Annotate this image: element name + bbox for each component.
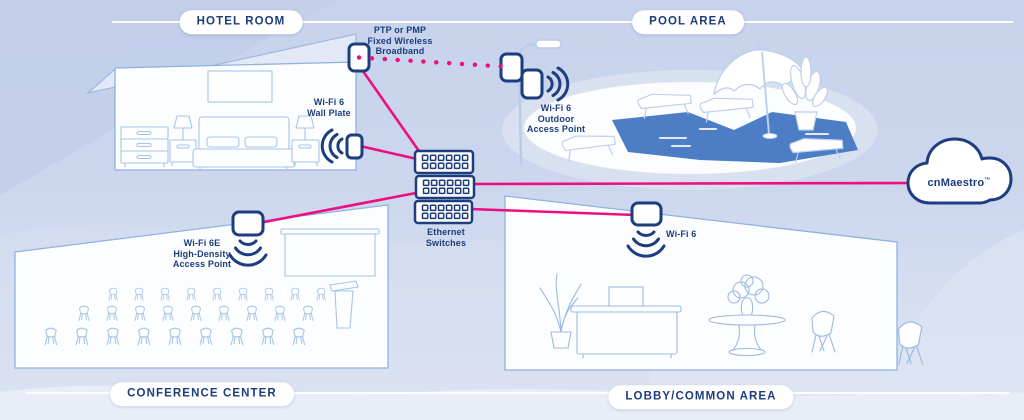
pillow [206,136,240,148]
network-links [257,62,917,225]
screen-bar [280,228,380,235]
vase [740,297,754,319]
lobby-furniture [539,273,924,366]
hotel-room-building [85,33,357,172]
top-divider-line [112,21,1014,23]
projection-screen [284,233,376,277]
round-table [708,274,786,357]
link-conference-ap-to-switch [257,191,418,225]
ptp-label: PTP or PMP Fixed Wireless Broadband [367,25,433,56]
desk-counter [570,305,682,313]
podium [329,280,359,329]
ethernet-switches-label: Ethernet Switches [425,227,467,248]
bed [192,116,296,172]
lobby-plant [539,273,582,349]
ethernet-switch-icon [414,174,476,200]
pool-plant [781,56,829,131]
lobby-common-area-label: LOBBY/COMMON AREA [608,385,794,409]
wifi-waves-icon [626,230,666,258]
nightstand-right [291,115,320,167]
conference-ap-label: Wi-Fi 6E High-Density Access Point [172,238,232,269]
conference-furniture [280,228,380,329]
link-wallplate-to-switch [358,144,419,161]
pillow [244,136,278,148]
plant-pot [550,331,572,349]
pool-ripples [659,128,833,147]
wifi-waves-icon [320,128,344,164]
link-switch-to-lobby-ap [468,207,638,217]
hotel-room-furniture [120,70,320,172]
conference-center-label: CONFERENCE CENTER [110,382,294,406]
lobby-chair [898,321,924,366]
lobby-building [504,195,924,371]
wireless-dotted-link [356,55,514,70]
ethernet-switches-icon [413,149,476,225]
devices [228,42,1013,267]
lobby-chair [811,310,836,353]
cloud-icon [906,137,1013,205]
conference-access-point-icon [228,210,268,267]
lobby-access-point-icon [626,201,666,258]
table-top [708,314,786,326]
wifi-waves-icon [546,66,570,102]
desk-body [576,311,678,355]
mattress [192,148,296,168]
pool-area-scene [517,39,858,165]
dresser [120,126,169,168]
lobby-ap-label: Wi-Fi 6 [666,229,697,239]
reception-desk [570,286,682,359]
lamp-shade [173,115,193,129]
ethernet-switch-icon [413,149,475,175]
desk-monitor [608,286,644,308]
outdoor-access-point-icon [520,66,570,102]
wall-plate-label: Wi-Fi 6 Wall Plate [307,97,351,118]
picture-frame [207,70,273,103]
bottom-divider-line [25,392,1010,394]
hotel-room-label: HOTEL ROOM [179,10,303,34]
pool-area-label: POOL AREA [632,10,744,34]
wifi-waves-icon [228,239,268,267]
pole-ptp-radio-icon [499,52,524,83]
cnmaestro-cloud-label: cnMaestro™ [927,177,991,189]
wall-plate-icon [320,128,364,164]
outdoor-ap-label: Wi-Fi 6 Outdoor Access Point [526,103,586,134]
ethernet-switch-icon [413,199,474,225]
link-switch-to-cloud [468,181,917,186]
link-ptp-to-switch [356,62,423,156]
conference-center-building [14,204,389,369]
